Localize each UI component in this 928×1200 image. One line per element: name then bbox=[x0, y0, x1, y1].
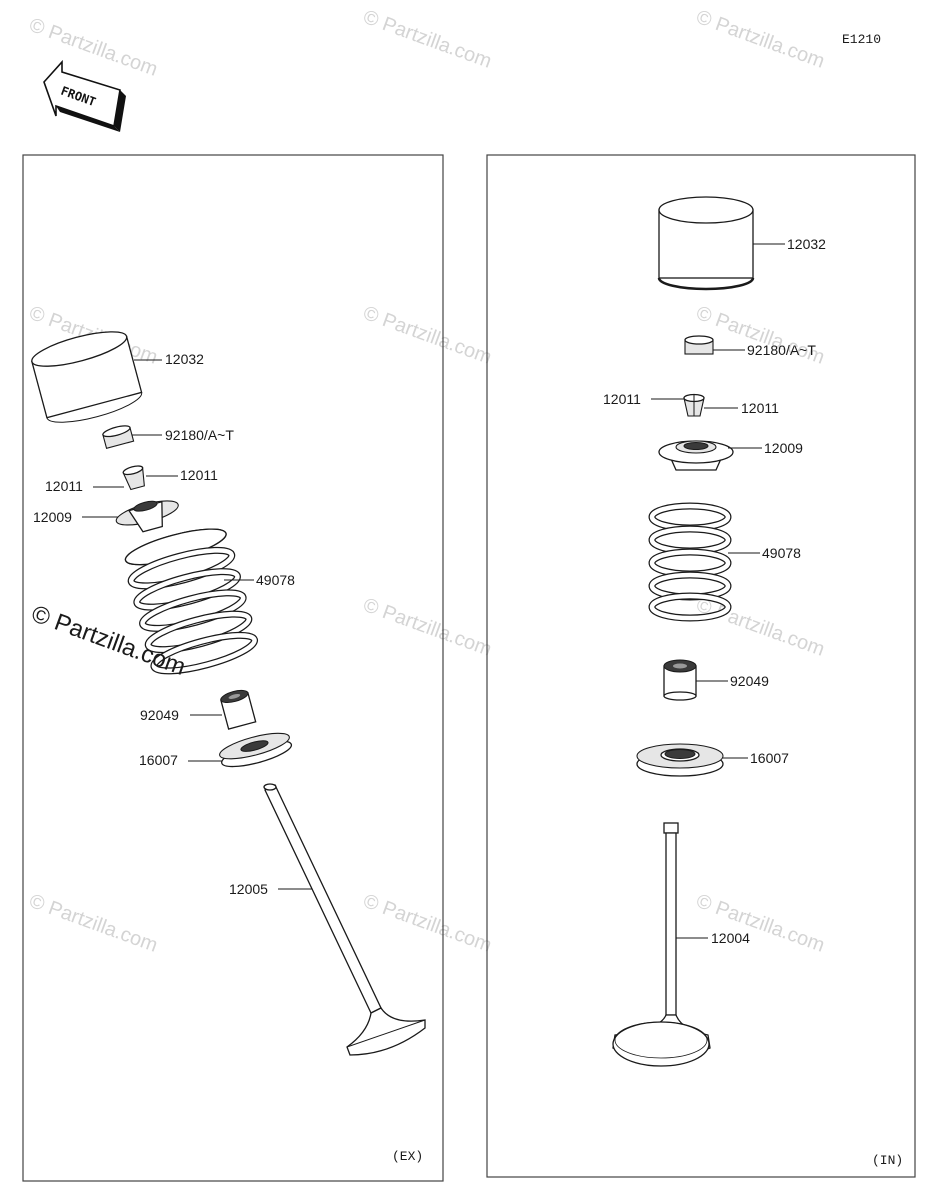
panel-exhaust-frame bbox=[22, 154, 444, 1182]
callout-ex-12011a: 12011 bbox=[45, 478, 83, 494]
callout-in-12011a: 12011 bbox=[603, 391, 641, 407]
spring-49078-in bbox=[648, 502, 732, 622]
callout-in-49078: 49078 bbox=[762, 545, 801, 561]
callout-ex-12011b: 12011 bbox=[180, 467, 218, 483]
panel-exhaust: 12032 92180/A~T 12011 12011 12009 49078 … bbox=[31, 331, 426, 1164]
watermark-layer: © Partzilla.com © Partzilla.com © Partzi… bbox=[26, 6, 827, 957]
watermark: © Partzilla.com bbox=[360, 6, 494, 73]
callout-in-12032: 12032 bbox=[787, 236, 826, 252]
callout-in-12009: 12009 bbox=[764, 440, 803, 456]
watermark: © Partzilla.com bbox=[26, 14, 160, 81]
callout-in-12011b: 12011 bbox=[741, 400, 779, 416]
callout-ex-12005: 12005 bbox=[229, 881, 268, 897]
callout-in-92180: 92180/A~T bbox=[747, 342, 816, 358]
callout-ex-49078: 49078 bbox=[256, 572, 295, 588]
seat-16007-ex bbox=[219, 732, 293, 768]
diagram-code: E1210 bbox=[842, 32, 881, 47]
panel-intake-frame bbox=[486, 154, 916, 1178]
callout-ex-92180: 92180/A~T bbox=[165, 427, 234, 443]
callout-ex-12032: 12032 bbox=[165, 351, 204, 367]
retainer-12009-ex bbox=[115, 500, 179, 533]
callout-ex-92049: 92049 bbox=[140, 707, 179, 723]
watermark: © Partzilla.com bbox=[360, 890, 494, 957]
shim-92180-ex bbox=[102, 425, 135, 450]
callout-in-92049: 92049 bbox=[730, 673, 769, 689]
watermark: © Partzilla.com bbox=[360, 302, 494, 369]
callout-ex-12009: 12009 bbox=[33, 509, 72, 525]
panel-tag-in: (IN) bbox=[872, 1153, 903, 1168]
retainer-12009-in bbox=[658, 440, 734, 471]
watermark-main: © Partzilla.com bbox=[28, 600, 189, 681]
valve-12005-ex bbox=[263, 783, 426, 1056]
seat-16007-in bbox=[636, 743, 724, 777]
seal-92049-ex bbox=[220, 689, 257, 730]
panel-tag-ex: (EX) bbox=[392, 1149, 423, 1164]
valve-12004-in bbox=[612, 822, 711, 1067]
watermark: © Partzilla.com bbox=[693, 302, 827, 369]
watermark: © Partzilla.com bbox=[693, 890, 827, 957]
watermark: © Partzilla.com bbox=[693, 6, 827, 73]
tappet-12032-in bbox=[657, 196, 755, 291]
spring-49078-ex bbox=[124, 528, 259, 675]
callout-in-12004: 12004 bbox=[711, 930, 750, 946]
tappet-12032-ex bbox=[31, 331, 143, 423]
seal-92049-in bbox=[663, 659, 697, 701]
watermark: © Partzilla.com bbox=[693, 594, 827, 661]
shim-92180-in bbox=[684, 335, 714, 355]
watermark: © Partzilla.com bbox=[360, 594, 494, 661]
callout-ex-16007: 16007 bbox=[139, 752, 178, 768]
cotter-12011-ex bbox=[122, 465, 145, 491]
cotter-12011-in bbox=[683, 393, 705, 417]
watermark: © Partzilla.com bbox=[26, 890, 160, 957]
panel-intake: 12032 92180/A~T 12011 12011 12009 49078 … bbox=[603, 196, 903, 1168]
callout-in-16007: 16007 bbox=[750, 750, 789, 766]
front-arrow-icon: FRONT bbox=[43, 59, 126, 132]
